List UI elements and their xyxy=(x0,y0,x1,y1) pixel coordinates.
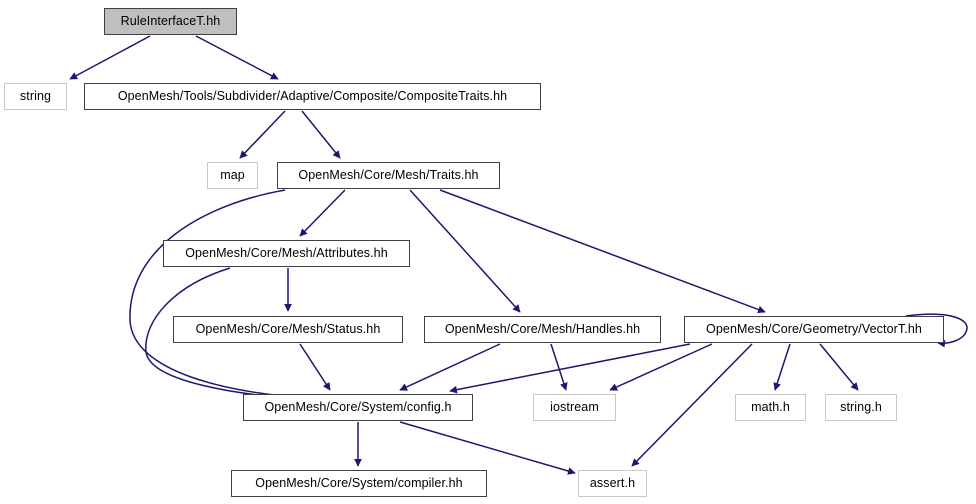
node-label: OpenMesh/Core/Mesh/Traits.hh xyxy=(298,168,479,183)
node-label: OpenMesh/Tools/Subdivider/Adaptive/Compo… xyxy=(117,89,508,104)
node-label: OpenMesh/Core/System/config.h xyxy=(264,400,452,415)
node-config-h[interactable]: OpenMesh/Core/System/config.h xyxy=(243,394,473,421)
edge-vectort-assert xyxy=(631,343,753,467)
node-compositetraits-hh[interactable]: OpenMesh/Tools/Subdivider/Adaptive/Compo… xyxy=(84,83,541,110)
edge-vectort-config xyxy=(449,343,691,394)
node-label: OpenMesh/Core/Mesh/Status.hh xyxy=(195,322,381,337)
node-label: string xyxy=(19,89,52,104)
node-label: OpenMesh/Core/Geometry/VectorT.hh xyxy=(706,322,922,337)
edge-compositetraits-traits xyxy=(301,110,341,159)
edge-vectort-iostream xyxy=(609,343,713,391)
node-label: OpenMesh/Core/System/compiler.hh xyxy=(255,476,463,491)
node-map[interactable]: map xyxy=(207,162,258,189)
edge-handles-config xyxy=(399,343,501,391)
node-label: math.h xyxy=(751,400,790,415)
node-label: RuleInterfaceT.hh xyxy=(120,14,221,29)
node-iostream[interactable]: iostream xyxy=(533,394,616,421)
edge-status-config xyxy=(299,343,331,391)
edge-handles-iostream xyxy=(550,343,568,391)
node-label: iostream xyxy=(550,400,599,415)
node-label: map xyxy=(220,168,245,183)
node-assert-h[interactable]: assert.h xyxy=(578,470,647,497)
node-math-h[interactable]: math.h xyxy=(735,394,806,421)
edge-vectort-math xyxy=(773,343,791,391)
edge-config-assert xyxy=(399,421,576,475)
node-ruleinterfacet-hh[interactable]: RuleInterfaceT.hh xyxy=(104,8,237,35)
node-string[interactable]: string xyxy=(4,83,67,110)
edge-traits-handles xyxy=(409,189,521,313)
node-label: OpenMesh/Core/Mesh/Handles.hh xyxy=(444,322,641,337)
edge-traits-attributes xyxy=(299,189,346,237)
node-label: OpenMesh/Core/Mesh/Attributes.hh xyxy=(185,246,388,261)
edge-root-compositetraits xyxy=(195,35,279,80)
node-traits-hh[interactable]: OpenMesh/Core/Mesh/Traits.hh xyxy=(277,162,500,189)
node-compiler-hh[interactable]: OpenMesh/Core/System/compiler.hh xyxy=(231,470,487,497)
edge-traits-config xyxy=(129,189,313,402)
edge-vectort-stringh xyxy=(819,343,859,391)
node-string-h[interactable]: string.h xyxy=(825,394,897,421)
edge-compositetraits-map xyxy=(239,110,286,159)
node-handles-hh[interactable]: OpenMesh/Core/Mesh/Handles.hh xyxy=(424,316,661,343)
node-label: string.h xyxy=(840,400,882,415)
node-label: assert.h xyxy=(589,476,636,491)
node-attributes-hh[interactable]: OpenMesh/Core/Mesh/Attributes.hh xyxy=(163,240,410,267)
node-vectort-hh[interactable]: OpenMesh/Core/Geometry/VectorT.hh xyxy=(684,316,944,343)
node-status-hh[interactable]: OpenMesh/Core/Mesh/Status.hh xyxy=(173,316,403,343)
edge-traits-vectort xyxy=(439,189,766,314)
edge-root-string xyxy=(69,35,151,80)
